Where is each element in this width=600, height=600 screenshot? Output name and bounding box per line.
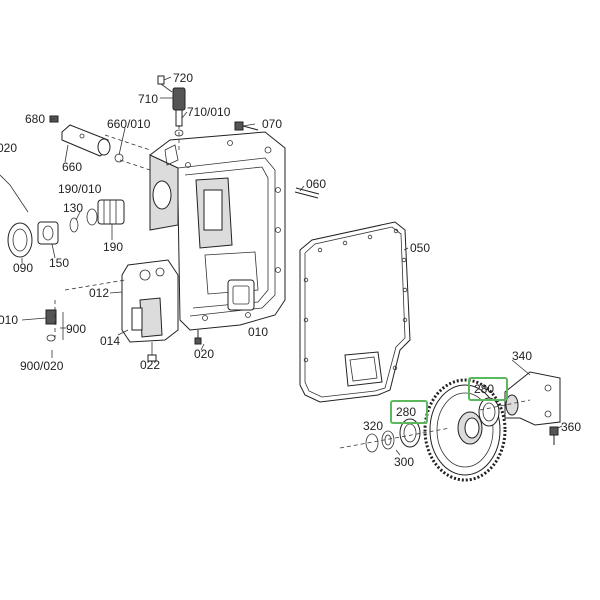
label-300: 300 [394,455,414,469]
highlight-280-right [468,377,508,401]
label-130: 130 [63,201,83,215]
label-010-left: 010 [0,313,18,327]
sensor-710 [157,75,186,137]
bearing-group [0,174,125,258]
label-070: 070 [262,117,282,131]
leader-lines [21,76,563,456]
label-660: 660 [62,160,82,174]
label-360: 360 [561,420,581,434]
label-060: 060 [306,177,326,191]
label-020-bottom: 020 [194,347,214,361]
label-190-010: 190/010 [58,182,102,196]
rings-320-300 [365,430,395,453]
label-022: 022 [140,358,160,372]
bearing-280-right [478,397,500,427]
label-320: 320 [363,419,383,433]
bolts-020 [194,330,202,345]
pump-block-012 [121,259,179,362]
bracket-340 [504,371,561,426]
label-710: 710 [138,92,158,106]
label-012: 012 [89,286,109,300]
label-190: 190 [103,240,123,254]
label-014: 014 [100,334,120,348]
label-720: 720 [173,71,193,85]
housing-010 [149,131,286,331]
bearing-280-left [399,418,421,448]
label-010-housing: 010 [248,325,268,339]
label-900-020: 900/020 [20,359,64,373]
label-020-top: 020 [0,141,17,155]
assembly-lines [54,125,531,449]
label-660-010: 660/010 [107,117,151,131]
label-710-010: 710/010 [187,105,231,119]
label-340: 340 [512,349,532,363]
pin-060 [294,187,320,199]
label-090: 090 [13,261,33,275]
label-680: 680 [25,112,45,126]
label-150: 150 [49,256,69,270]
bolt-360 [549,426,559,445]
label-900: 900 [66,322,86,336]
label-050: 050 [410,241,430,255]
label-280-right: 280 [474,382,494,396]
label-280-left: 280 [396,405,416,419]
fitting-900 [45,309,57,342]
highlight-280-left [390,400,428,424]
bolt-070 [234,121,259,131]
gasket-050 [299,221,411,403]
